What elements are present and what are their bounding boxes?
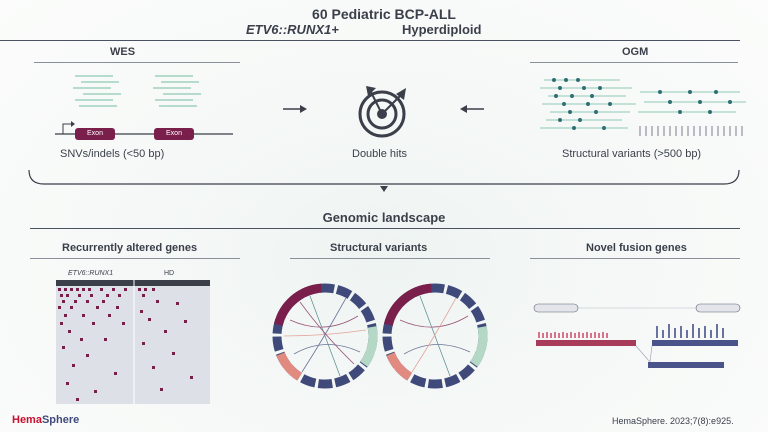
arrow-left-icon [460, 105, 484, 113]
center-caption: Double hits [352, 148, 408, 160]
landscape-title: Genomic landscape [322, 210, 446, 225]
wes-caption: SNVs/indels (<50 bp) [60, 148, 165, 160]
altered-genes-heatmap [56, 280, 210, 404]
subtype-etv6-runx1: ETV6::RUNX1+ [246, 22, 339, 37]
panel-fusion-underline [530, 258, 740, 259]
subtype-hyperdiploid: Hyperdiploid [402, 22, 482, 37]
summary-bracket [28, 169, 740, 185]
structural-variant-circos-plots [272, 283, 488, 389]
ogm-caption: Structural variants (>500 bp) [562, 148, 702, 160]
citation: HemaSphere. 2023;7(8):e925. [612, 416, 734, 426]
ogm-underline [530, 62, 738, 63]
header-divider [0, 40, 740, 41]
heatmap-label-hd: HD [164, 270, 175, 277]
panel-title-genes: Recurrently altered genes [62, 242, 198, 254]
heatmap-label-etv6: ETV6::RUNX1 [68, 270, 114, 277]
landscape-divider [30, 228, 740, 229]
wes-label: WES [110, 46, 136, 58]
target-icon [358, 86, 406, 138]
arrow-right-icon [283, 105, 307, 113]
panel-genes-underline [30, 258, 240, 259]
hemasphere-logo: HemaSphere [12, 414, 79, 426]
logo-part-sphere: Sphere [41, 414, 80, 426]
main-title: 60 Pediatric BCP-ALL [312, 6, 456, 22]
fusion-genes-diagram [533, 303, 741, 368]
dropdown-triangle-icon [380, 186, 388, 192]
panel-title-fusion: Novel fusion genes [586, 242, 687, 254]
ogm-molecules-diagram [540, 78, 746, 136]
panel-title-structural: Structural variants [330, 242, 428, 254]
exon-block-1: Exon [75, 128, 115, 140]
logo-part-hema: Hema [12, 414, 42, 426]
wes-underline [34, 62, 240, 63]
exon-block-2: Exon [154, 128, 194, 140]
ogm-label: OGM [622, 46, 649, 58]
panel-structural-underline [290, 258, 490, 259]
